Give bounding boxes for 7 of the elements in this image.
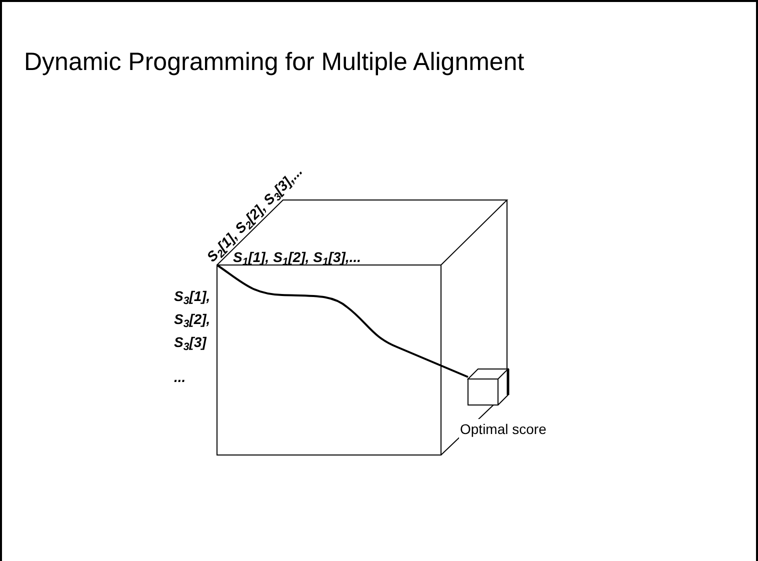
- slide-title: Dynamic Programming for Multiple Alignment: [24, 47, 524, 78]
- axis-label: S$_{3}$[1],: [174, 289, 210, 303]
- axis-label: S$_{3}$[3]: [174, 335, 206, 349]
- ellipsis-label: ...: [174, 370, 186, 384]
- small-cube: [467, 368, 510, 406]
- axis-label: S$_{3}$[2],: [174, 312, 210, 326]
- node-caption: Optimal score: [459, 419, 548, 440]
